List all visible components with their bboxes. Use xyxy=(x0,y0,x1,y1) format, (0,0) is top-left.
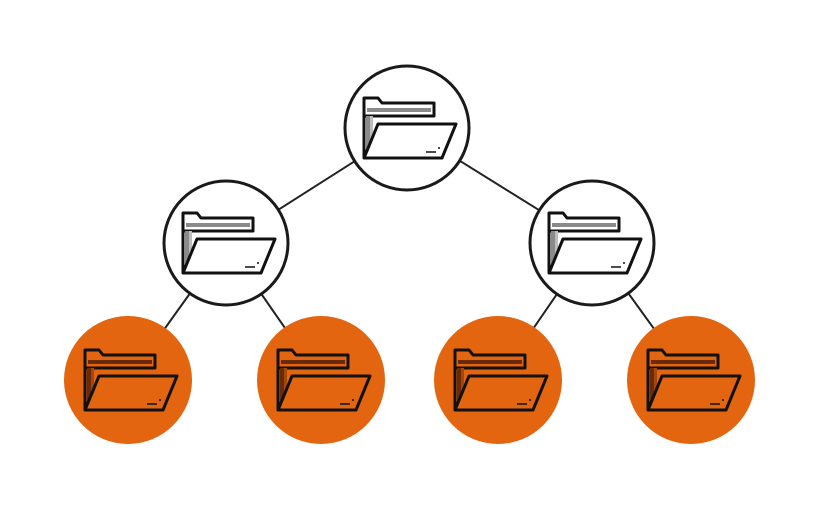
open-folder-icon xyxy=(646,348,742,412)
edge-right-child-to-leaf-4 xyxy=(626,291,655,330)
open-folder-icon xyxy=(276,348,372,412)
edge-root-to-left-child xyxy=(276,159,357,212)
open-folder-icon xyxy=(83,348,179,412)
leaf-node-leaf-3 xyxy=(434,316,562,444)
leaf-node-leaf-4 xyxy=(627,316,755,444)
open-folder-icon xyxy=(453,348,549,412)
folder-node-right-child xyxy=(528,179,656,307)
open-folder-icon xyxy=(362,96,458,160)
folder-node-left-child xyxy=(162,179,290,307)
folder-node-root xyxy=(343,64,471,192)
tree-nodes xyxy=(64,64,755,444)
edge-right-child-to-leaf-3 xyxy=(532,292,559,329)
edge-root-to-right-child xyxy=(458,159,541,212)
tree-edges xyxy=(163,159,655,330)
edge-left-child-to-leaf-2 xyxy=(259,292,286,329)
open-folder-icon xyxy=(181,211,277,275)
leaf-node-leaf-2 xyxy=(257,316,385,444)
open-folder-icon xyxy=(547,211,643,275)
edge-left-child-to-leaf-1 xyxy=(163,292,192,330)
leaf-node-leaf-1 xyxy=(64,316,192,444)
